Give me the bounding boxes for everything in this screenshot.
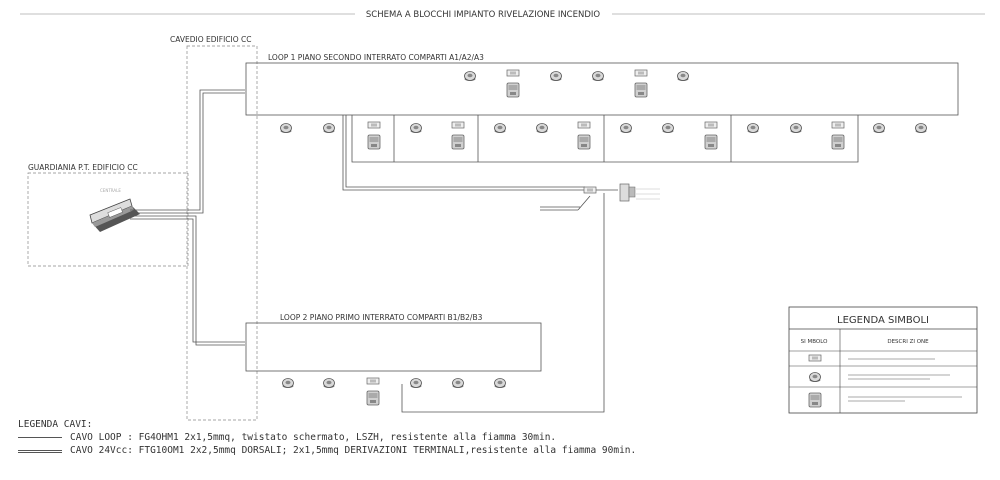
junction-module-icon — [583, 186, 597, 194]
single-line-swatch — [18, 437, 62, 438]
cable-legend-row: CAVO 24Vcc: FTG10OM1 2x2,5mmq DORSALI; 2… — [18, 444, 636, 457]
loop1-box — [245, 62, 959, 116]
loop2-label: LOOP 2 PIANO PRIMO INTERRATO COMPARTI B1… — [280, 313, 483, 322]
loop1-top-devices — [464, 69, 689, 98]
loop1-bottom-devices — [280, 121, 927, 150]
cable-legend-title: LEGENDA CAVI: — [18, 419, 93, 430]
diagram-title: SCHEMA A BLOCCHI IMPIANTO RIVELAZIONE IN… — [366, 10, 600, 20]
legend-col-description: DESCRI ZI ONE — [887, 339, 929, 345]
relay-module-icon — [619, 183, 660, 202]
loop2-box — [245, 322, 542, 372]
svg-text:CENTRALE: CENTRALE — [100, 188, 121, 193]
legend-col-symbol: SI MBOLO — [801, 339, 828, 345]
legend-symbols-title: LEGENDA SIMBOLI — [837, 315, 929, 326]
double-line-swatch — [18, 450, 62, 451]
legend-symbols-table: LEGENDA SIMBOLI SI MBOLO DESCRI ZI ONE — [788, 306, 978, 414]
cable-legend-row: CAVO LOOP : FG4OHM1 2x1,5mmq, twistato s… — [18, 431, 636, 444]
fire-control-panel-icon: CENTRALE — [89, 188, 140, 232]
loop1-aux-wiring — [342, 115, 859, 413]
cavedio-box — [186, 45, 258, 421]
loop2-devices — [282, 377, 506, 406]
cable-legend: LEGENDA CAVI: CAVO LOOP : FG4OHM1 2x1,5m… — [18, 418, 636, 457]
cable-trunk — [130, 89, 245, 346]
guardiania-label: GUARDIANIA P.T. EDIFICIO CC — [28, 163, 138, 172]
loop1-label: LOOP 1 PIANO SECONDO INTERRATO COMPARTI … — [268, 53, 484, 62]
guardiania-box — [27, 172, 189, 267]
cavedio-label: CAVEDIO EDIFICIO CC — [170, 35, 252, 44]
